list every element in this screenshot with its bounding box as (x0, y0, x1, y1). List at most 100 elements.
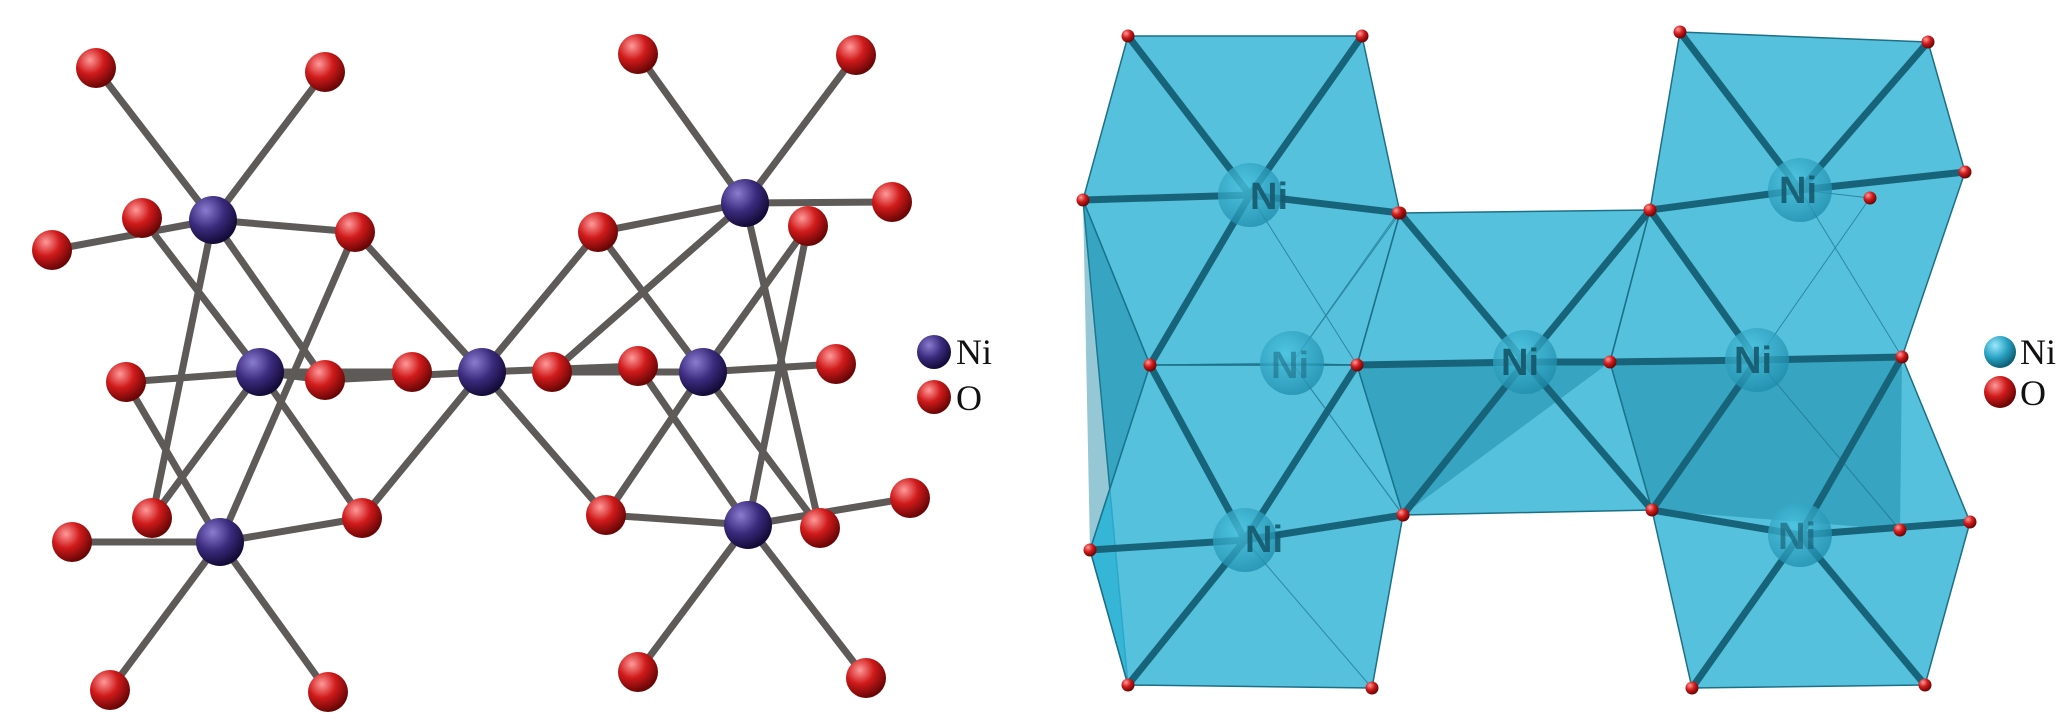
oxygen-atom (788, 206, 828, 246)
ni-o-bond (1241, 361, 1361, 544)
ni-o-bond (1246, 32, 1366, 199)
legend-ni-swatch (1984, 336, 2016, 368)
oxygen-atom (76, 48, 116, 88)
nickel-atom (1260, 331, 1324, 395)
legend-right: Ni O (1984, 332, 2056, 413)
legend-ni-swatch (917, 335, 951, 369)
nickel-atom (1493, 330, 1557, 394)
oxygen-atom (1893, 523, 1907, 537)
oxygen-atom (1143, 358, 1157, 372)
ni-o-bond (741, 198, 896, 207)
oxygen-atom (846, 658, 886, 698)
oxygen-atom (618, 652, 658, 692)
svg-text:Ni: Ni (1250, 176, 1288, 218)
oxygen-atom (1963, 515, 1977, 529)
oxygen-atom (106, 362, 146, 402)
ni-o-bond (209, 216, 329, 384)
ni-o-bond (548, 199, 749, 376)
oxygen-atom (1645, 503, 1659, 517)
ni-label-7: Ni (1778, 516, 1816, 558)
oxygen-atom (305, 52, 345, 92)
oxygen-atom (618, 34, 658, 74)
ni-o-bond (744, 521, 870, 682)
ni-o-bonds (1079, 28, 1974, 692)
oxygen-atom (1918, 678, 1932, 692)
ni-o-bond (351, 228, 486, 376)
polyhedron-edge (1244, 539, 1373, 689)
oxygen-atom (890, 478, 930, 518)
oxygen-atom (132, 498, 172, 538)
ni-o-bond (594, 228, 707, 376)
legend-ni-label: Ni (956, 332, 992, 372)
ni-o-bond (634, 521, 752, 676)
ni-o-bond (1146, 361, 1249, 544)
ni-o-bond (148, 368, 264, 522)
oxygen-atom (392, 352, 432, 392)
oxygen-atom (1391, 206, 1405, 220)
svg-text:Ni: Ni (1501, 342, 1539, 384)
ni-label-5: Ni (1779, 170, 1817, 212)
ni-o-bond (216, 538, 332, 696)
oxygen-atom (1643, 203, 1657, 217)
oxygen-atom (305, 360, 345, 400)
oxygen-atom (342, 498, 382, 538)
ni-o-bond (1124, 32, 1254, 199)
ni-o-bond (1796, 38, 1932, 194)
svg-text:Ni: Ni (1271, 345, 1309, 387)
oxygen-atom (532, 352, 572, 392)
oxygen-atom (1083, 543, 1097, 557)
legend-o-label: O (2020, 373, 2046, 413)
ni-o-bond (92, 64, 217, 224)
ni-o-bond (138, 214, 264, 376)
oxygen-atom (335, 212, 375, 252)
ni-label-4: Ni (1501, 342, 1539, 384)
oxygen-atom (1121, 678, 1135, 692)
ni-o-bond (358, 368, 486, 522)
ni-o-bond (602, 368, 707, 519)
oxygen-atom (308, 672, 348, 712)
nickel-atom (196, 518, 244, 566)
ni-o-bond (1521, 358, 1656, 514)
legend-ni-label: Ni (2020, 332, 2056, 372)
oxygen-atom (1355, 29, 1369, 43)
oxygen-atom (1921, 35, 1935, 49)
ni-o-bond (741, 51, 860, 207)
ni-o-bond (148, 216, 217, 522)
oxygen-atom (1958, 165, 1972, 179)
oxygen-atom (586, 495, 626, 535)
oxygen-atom (1121, 29, 1135, 43)
ni-o-bond (1676, 28, 1804, 194)
ni-o-bond (1521, 206, 1654, 366)
oxygen-atom (122, 198, 162, 238)
oxygen-atom (52, 522, 92, 562)
nickel-atom (724, 501, 772, 549)
oxygen-atom (800, 508, 840, 548)
ni-o-bond (1796, 531, 1929, 689)
legend-o-swatch (917, 380, 951, 414)
oxygen-atom (1673, 25, 1687, 39)
oxygen-atom (1685, 681, 1699, 695)
ni-o-bond (478, 368, 610, 519)
ni-label-6: Ni (1734, 340, 1772, 382)
ni-o-bond (1146, 191, 1254, 369)
nickel-atom (1218, 163, 1282, 227)
nickel-atom (1768, 158, 1832, 222)
ni-o-bond (216, 228, 359, 546)
ni-o-bond (699, 222, 812, 376)
ni-o-bond (634, 50, 749, 207)
ni-label-1: Ni (1250, 176, 1288, 218)
ni-centers (1213, 158, 1832, 572)
svg-text:Ni: Ni (1245, 519, 1283, 561)
oxygen-atom (618, 346, 658, 386)
ni-o-bonds (48, 50, 914, 696)
ni-o-bond (209, 68, 329, 224)
svg-text:Ni: Ni (1734, 340, 1772, 382)
nickel-atom (236, 348, 284, 396)
oxygen-atom (1396, 508, 1410, 522)
ni-o-bond (634, 362, 752, 529)
ni-o-bond (1396, 209, 1529, 366)
octahedron-shade (1357, 362, 1610, 515)
oxygen-atom (872, 182, 912, 222)
oxygen-atom (1895, 350, 1909, 364)
